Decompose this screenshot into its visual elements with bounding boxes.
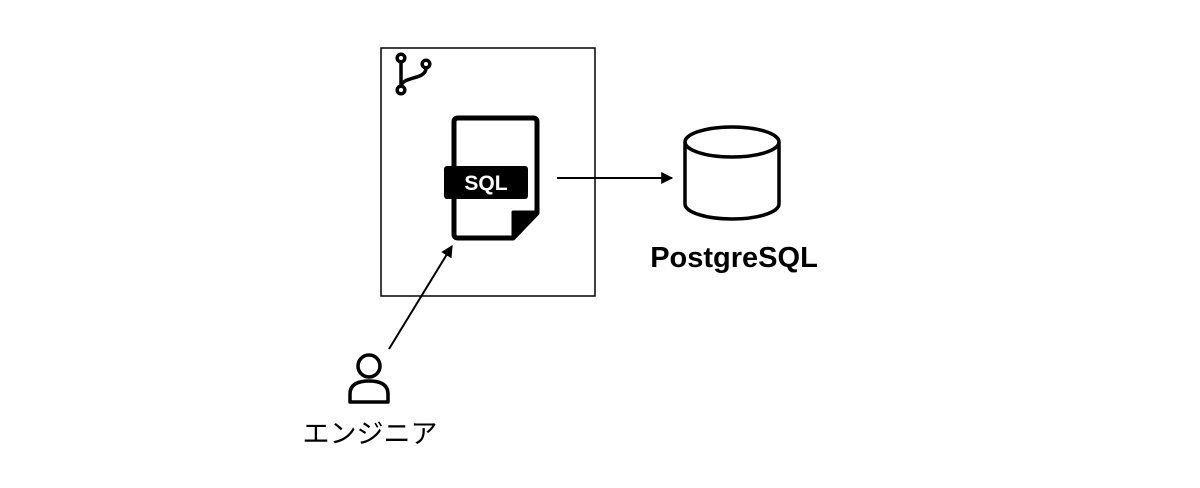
sql-file-icon: SQL	[444, 115, 540, 241]
user-icon	[348, 353, 390, 404]
repository-box	[380, 47, 596, 297]
engineer-label: エンジニア	[303, 419, 438, 450]
sql-file-label: SQL	[464, 172, 507, 195]
sql-label-badge	[444, 166, 528, 199]
database-label: PostgreSQL	[650, 242, 818, 274]
git-branch-icon	[395, 52, 432, 96]
database-cylinder-icon	[683, 125, 781, 221]
edit-arrow	[388, 244, 453, 350]
